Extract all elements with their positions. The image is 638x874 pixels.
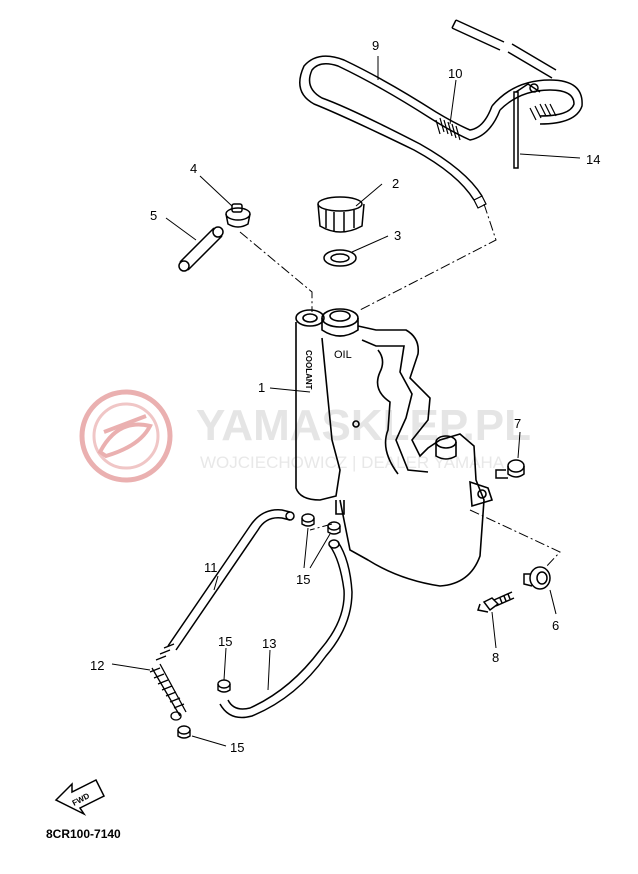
diagram-code: 8CR100-7140 [46, 827, 121, 841]
callout-1: 1 [258, 380, 265, 395]
gasket [323, 249, 357, 267]
callout-15-mid: 15 [218, 634, 232, 649]
callout-8: 8 [492, 650, 499, 665]
callouts: 9 10 14 2 3 4 5 1 7 6 8 11 15 12 15 13 1… [90, 38, 600, 755]
callout-10: 10 [448, 66, 462, 81]
clips-15 [177, 513, 341, 739]
spring-12 [149, 643, 187, 721]
callout-5: 5 [150, 208, 157, 223]
callout-13: 13 [262, 636, 276, 651]
hose-13 [219, 539, 353, 719]
pipe-5 [178, 226, 224, 272]
fwd-arrow: FWD [54, 778, 106, 816]
bolt-8 [477, 591, 515, 613]
reservoir-tank [295, 308, 494, 587]
spring-10 [435, 117, 461, 141]
callout-12: 12 [90, 658, 104, 673]
callout-7: 7 [514, 416, 521, 431]
callout-2: 2 [392, 176, 399, 191]
grommet-6 [523, 566, 551, 590]
leader-lines [111, 56, 581, 747]
callout-9: 9 [372, 38, 379, 53]
tank-coolant-label: COOLANT [304, 350, 313, 390]
watermark-tagline: WOJCIECHOWICZ | DEALER YAMAHA [200, 453, 505, 472]
bolt-7 [495, 459, 525, 479]
watermark-logo [79, 389, 173, 483]
callout-11: 11 [204, 560, 218, 575]
callout-15-bottom: 15 [230, 740, 244, 755]
watermark-brand: YAMASKLEP.PL [196, 401, 531, 450]
callout-14: 14 [586, 152, 600, 167]
callout-6: 6 [552, 618, 559, 633]
tank-oil-label: OIL [334, 349, 352, 361]
callout-3: 3 [394, 228, 401, 243]
watermark: YAMASKLEP.PL WOJCIECHOWICZ | DEALER YAMA… [79, 389, 531, 483]
callout-4: 4 [190, 161, 197, 176]
callout-15-top: 15 [296, 572, 310, 587]
hose-11 [167, 509, 295, 651]
hose-end [473, 195, 487, 209]
breather-hose-assembly [299, 19, 583, 201]
small-cap [225, 203, 251, 228]
tank-cap [317, 196, 365, 233]
